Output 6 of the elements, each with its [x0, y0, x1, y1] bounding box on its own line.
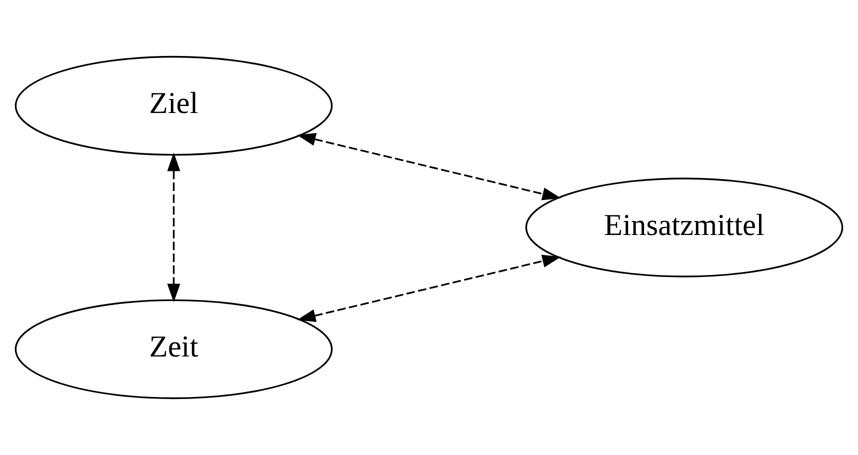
- node-ellipse: Zeit: [14, 299, 333, 400]
- arrow: [167, 152, 180, 302]
- node-ellipse: Einsatzmittel: [525, 178, 844, 278]
- arrow: [297, 254, 561, 322]
- node-ellipse: Ziel: [14, 56, 333, 156]
- arrow: [297, 132, 561, 200]
